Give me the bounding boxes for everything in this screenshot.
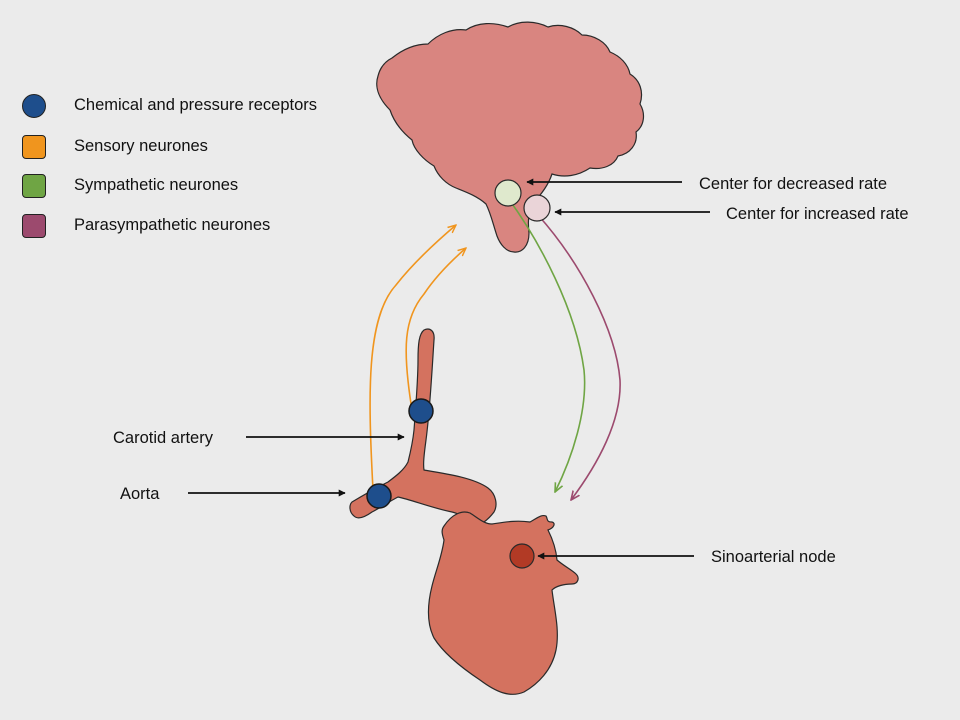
label-sa-node: Sinoarterial node [711,548,836,566]
label-aorta: Aorta [120,485,160,503]
sensory-legend-icon [22,135,46,159]
legend-item: Chemical and pressure receptors [22,92,382,118]
receptor-legend-icon [22,94,46,118]
legend-label: Sympathetic neurones [74,176,239,194]
heart-icon [427,511,579,695]
sympathetic-neurone [507,197,586,492]
legend-item: Sympathetic neurones [22,172,382,198]
label-center-decreased: Center for decreased rate [699,175,887,193]
legend-label: Sensory neurones [74,137,208,155]
parasympathetic-legend-icon [22,214,46,238]
carotid-receptor [408,398,434,424]
legend-label: Chemical and pressure receptors [74,96,318,114]
brain-icon [376,21,645,253]
sensory-neurone-aorta [369,225,456,491]
center-decreased-rate [494,179,522,207]
sensory-neurone-carotid [405,248,466,411]
sympathetic-legend-icon [22,174,46,198]
label-carotid: Carotid artery [113,429,214,447]
label-center-increased: Center for increased rate [726,205,909,223]
aortic-receptor [366,483,392,509]
parasympathetic-neurone [537,214,621,500]
legend-item: Parasympathetic neurones [22,212,382,238]
center-increased-rate [523,194,551,222]
legend-item: Sensory neurones [22,133,382,159]
sa-node [509,543,535,569]
artery-icon [349,328,497,527]
legend-label: Parasympathetic neurones [74,216,271,234]
